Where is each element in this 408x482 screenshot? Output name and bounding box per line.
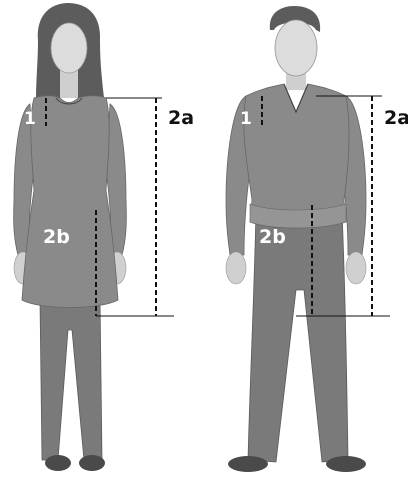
man-front-label: 2b (259, 226, 286, 248)
man-trousers (248, 212, 348, 462)
man-face (275, 20, 317, 76)
woman-tunic (22, 96, 118, 308)
woman-legs (40, 300, 102, 460)
woman-figure (14, 3, 127, 471)
man-figure (226, 6, 366, 472)
man-side-label: 2a (384, 107, 408, 129)
woman-side-label: 2a (168, 107, 194, 129)
woman-shoulder-label: 1 (24, 109, 36, 129)
man-sweater (244, 84, 349, 228)
man-hand-right (346, 252, 366, 284)
woman-face (51, 23, 87, 73)
woman-front-label: 2b (43, 226, 70, 248)
woman-shoe-right (79, 455, 105, 471)
man-shoe-left (228, 456, 268, 472)
woman-shoe-left (45, 455, 71, 471)
man-shoulder-label: 1 (240, 109, 252, 129)
woman-neck (60, 70, 78, 98)
man-shoe-right (326, 456, 366, 472)
man-hand-left (226, 252, 246, 284)
